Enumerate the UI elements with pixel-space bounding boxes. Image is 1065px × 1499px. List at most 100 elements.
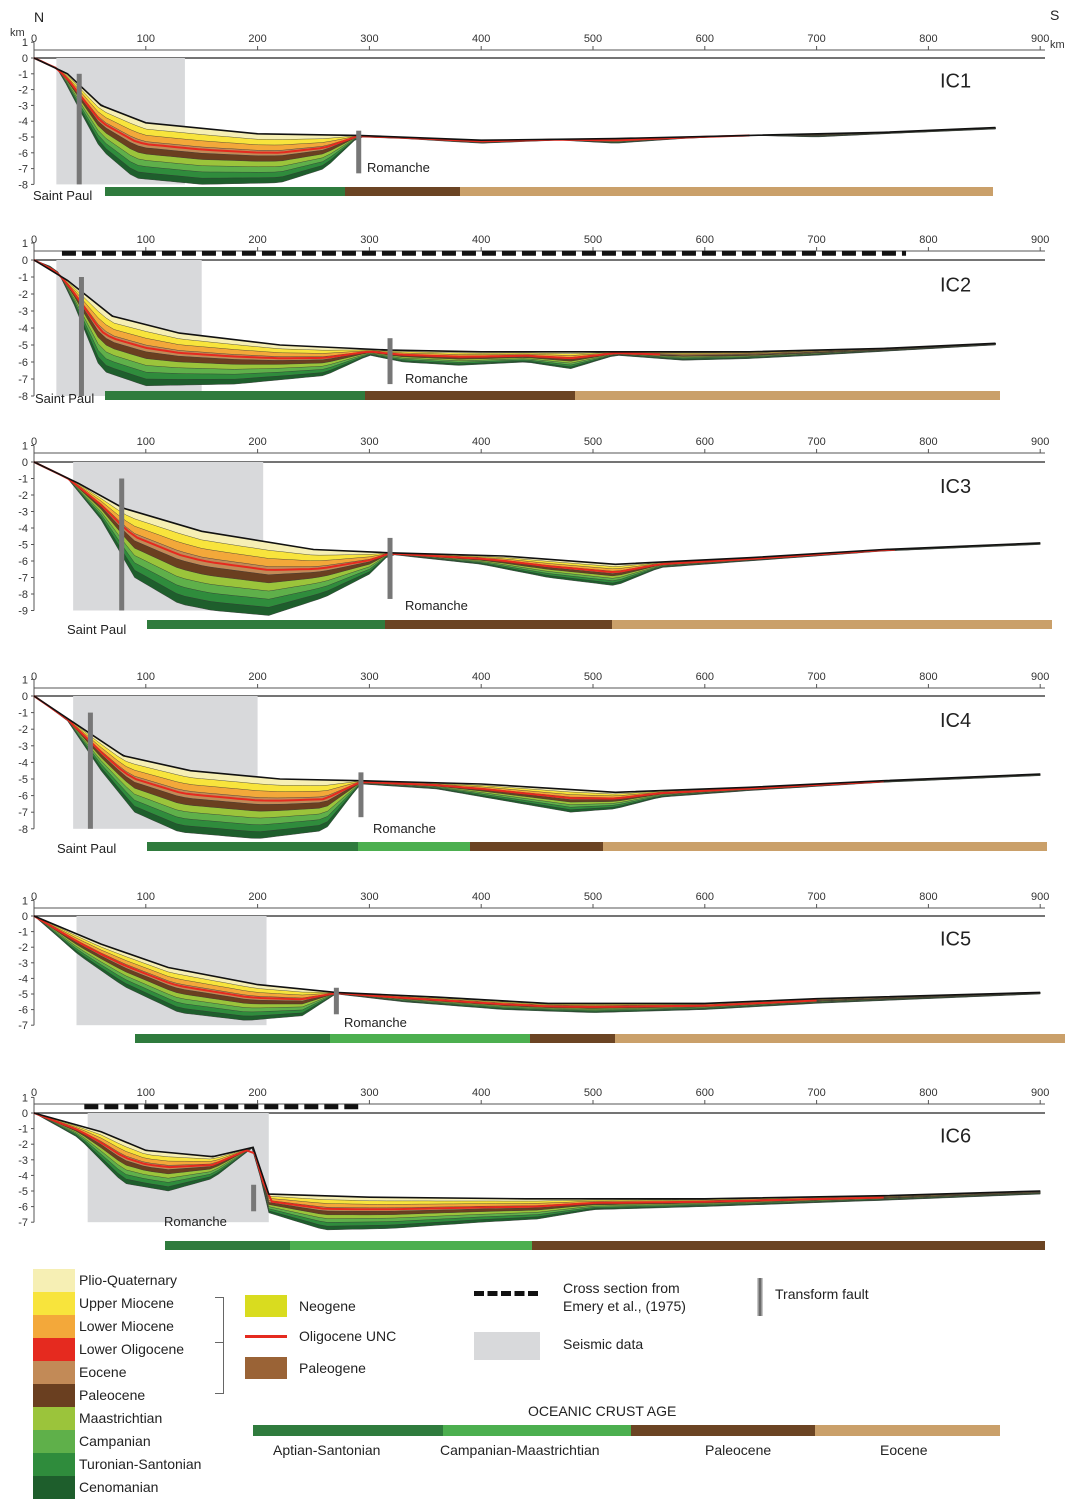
saint-paul-label: Saint Paul <box>33 188 92 203</box>
crust-age-bar-campanian-maastrichtian <box>443 1425 631 1436</box>
distance-tick-label: 100 <box>137 891 155 903</box>
neogene-swatch <box>245 1295 287 1317</box>
stratigraphy-swatch <box>33 1292 75 1315</box>
distance-tick-label: 500 <box>584 33 602 45</box>
distance-tick-label: 600 <box>696 436 714 448</box>
stratigraphy-swatch <box>33 1269 75 1292</box>
depth-tick-label: -5 <box>18 132 28 144</box>
distance-tick-label: 700 <box>807 234 825 246</box>
crust-age-strip <box>105 391 365 400</box>
saint-paul-label: Saint Paul <box>35 391 94 406</box>
depth-tick-label: -7 <box>18 807 28 819</box>
distance-tick-label: 300 <box>360 891 378 903</box>
distance-tick-label: 0 <box>31 436 37 448</box>
crust-age-strip <box>612 620 1052 629</box>
depth-tick-label: -1 <box>18 708 28 720</box>
depth-tick-label: -2 <box>18 1139 28 1151</box>
distance-tick-label: 400 <box>472 671 490 683</box>
depth-tick-label: 1 <box>22 895 28 907</box>
crust-age-strip <box>575 391 1000 400</box>
depth-tick-label: -8 <box>18 391 28 403</box>
distance-tick-label: 0 <box>31 891 37 903</box>
stratigraphy-swatch <box>33 1453 75 1476</box>
crust-age-strip <box>290 1241 532 1250</box>
section-id-ic6: IC6 <box>940 1125 971 1147</box>
stratigraphy-row: Lower Oligocene <box>33 1338 233 1361</box>
stratigraphy-label: Paleocene <box>79 1387 146 1403</box>
oligocene-unconformity <box>33 461 895 574</box>
oligocene-unc-label: Oligocene UNC <box>299 1328 397 1344</box>
crust-age-label-eocene: Eocene <box>880 1442 928 1458</box>
stratigraphy-row: Turonian-Santonian <box>33 1453 233 1476</box>
distance-tick-label: 700 <box>807 33 825 45</box>
section-id-ic1: IC1 <box>940 71 971 93</box>
distance-tick-label: 900 <box>1031 671 1049 683</box>
cross-section-label: Cross section from Emery et al., (1975) <box>563 1280 686 1314</box>
depth-tick-label: -7 <box>18 1217 28 1229</box>
stratigraphy-row: Maastrichtian <box>33 1407 233 1430</box>
depth-tick-label: -7 <box>18 1020 28 1032</box>
saint-paul-label: Saint Paul <box>67 622 126 637</box>
distance-tick-label: 900 <box>1031 33 1049 45</box>
distance-tick-label: 800 <box>919 891 937 903</box>
depth-tick-label: -2 <box>18 490 28 502</box>
oligocene-unconformity <box>33 915 817 1008</box>
crust-age-bar-paleocene <box>631 1425 815 1436</box>
crust-age-title: OCEANIC CRUST AGE <box>528 1403 677 1419</box>
depth-tick-label: -4 <box>18 523 28 535</box>
transform-fault-label: Transform fault <box>775 1286 869 1302</box>
stratigraphy-row: Eocene <box>33 1361 233 1384</box>
depth-tick-label: -5 <box>18 989 28 1001</box>
seismic-data-label: Seismic data <box>563 1336 644 1352</box>
oligocene-unc-line <box>245 1335 287 1338</box>
distance-tick-label: 300 <box>360 436 378 448</box>
stratigraphy-label: Maastrichtian <box>79 1410 163 1426</box>
stratigraphy-swatch <box>33 1384 75 1407</box>
paleogene-swatch <box>245 1357 287 1379</box>
distance-tick-label: 200 <box>248 33 266 45</box>
depth-tick-label: -6 <box>18 148 28 160</box>
distance-tick-label: 800 <box>919 234 937 246</box>
romanche-label: Romanche <box>344 1015 407 1030</box>
depth-tick-label: -1 <box>18 1124 28 1136</box>
depth-tick-label: -8 <box>18 589 28 601</box>
depth-tick-label: -4 <box>18 1170 28 1182</box>
depth-tick-label: -4 <box>18 116 28 128</box>
stratigraphy-row: Paleocene <box>33 1384 233 1407</box>
distance-tick-label: 900 <box>1031 891 1049 903</box>
romanche-fault <box>333 987 339 1015</box>
stratigraphy-swatch <box>33 1430 75 1453</box>
seabed-line <box>33 915 1041 1005</box>
distance-tick-label: 700 <box>807 1087 825 1099</box>
depth-tick-label: -6 <box>18 556 28 568</box>
distance-tick-label: 200 <box>248 1087 266 1099</box>
stratigraphy-label: Lower Oligocene <box>79 1341 185 1357</box>
depth-tick-label: -9 <box>18 606 28 618</box>
paleogene-brace <box>215 1342 224 1394</box>
paleogene-label: Paleogene <box>299 1360 366 1376</box>
depth-tick-label: -7 <box>18 164 28 176</box>
depth-tick-label: -2 <box>18 85 28 97</box>
distance-tick-label: 700 <box>807 891 825 903</box>
stratigraphy-label: Cenomanian <box>79 1479 159 1495</box>
distance-tick-label: 100 <box>137 671 155 683</box>
stratigraphy-swatch <box>33 1338 75 1361</box>
stratigraphy-swatch <box>33 1476 75 1499</box>
stratigraphy-label: Upper Miocene <box>79 1295 174 1311</box>
distance-tick-label: 500 <box>584 671 602 683</box>
distance-tick-label: 500 <box>584 234 602 246</box>
distance-tick-label: 600 <box>696 33 714 45</box>
depth-tick-label: -7 <box>18 573 28 585</box>
distance-tick-label: 400 <box>472 33 490 45</box>
south-label: S <box>1050 7 1059 23</box>
distance-tick-label: 800 <box>919 436 937 448</box>
depth-tick-label: -5 <box>18 540 28 552</box>
depth-tick-label: -5 <box>18 774 28 786</box>
distance-tick-label: 200 <box>248 671 266 683</box>
depth-tick-label: -5 <box>18 340 28 352</box>
